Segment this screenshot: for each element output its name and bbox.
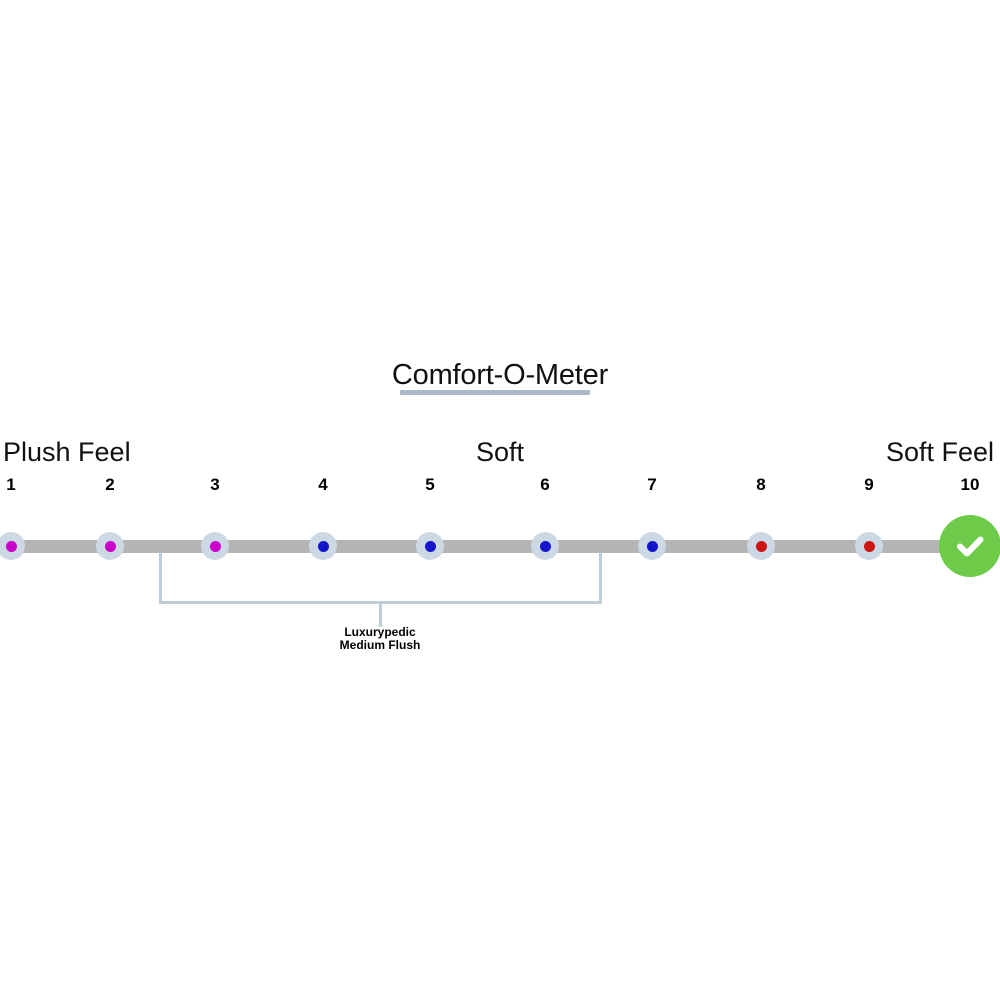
scale-tick-1: 1 [6,475,16,494]
scale-dot-inner [317,540,329,552]
scale-dot-7[interactable] [638,532,666,560]
scale-dot-inner [646,540,658,552]
scale-dot-inner [755,540,767,552]
scale-tick-3: 3 [210,475,220,494]
scale-dot-inner [5,540,17,552]
scale-tick-9: 9 [864,475,874,494]
scale-dot-inner [863,540,875,552]
scale-tick-5: 5 [425,475,435,494]
title-text: Comfort-O-Meter [391,359,609,391]
scale-dot-inner [104,540,116,552]
scale-label-middle: Soft [475,437,525,467]
scale-dot-1[interactable] [0,532,25,560]
scale-dot-5[interactable] [416,532,444,560]
annotation-bracket [159,552,602,604]
annotation-bracket-stem [379,603,382,627]
scale-dot-2[interactable] [96,532,124,560]
scale-tick-6: 6 [540,475,550,494]
scale-dot-inner [424,540,436,552]
scale-tick-row: 1 2 3 4 5 6 7 8 9 10 [0,474,1000,496]
scale-dot-3[interactable] [201,532,229,560]
scale-dot-4[interactable] [309,532,337,560]
check-icon[interactable] [939,515,1000,577]
scale-tick-10: 10 [960,475,980,494]
annotation-line-2: Medium Flush [339,638,421,652]
scale-tick-4: 4 [318,475,328,494]
annotation-line-1: Luxurypedic [344,625,416,639]
page-title: Comfort-O-Meter [0,358,1000,392]
scale-dot-inner [209,540,221,552]
scale-dot-8[interactable] [747,532,775,560]
scale-dot-9[interactable] [855,532,883,560]
scale-label-left: Plush Feel [3,437,131,467]
scale-dot-6[interactable] [531,532,559,560]
annotation-label: Luxurypedic Medium Flush [280,626,480,652]
scale-dot-inner [539,540,551,552]
scale-track[interactable] [0,540,962,553]
scale-tick-8: 8 [756,475,766,494]
scale-tick-7: 7 [647,475,657,494]
scale-tick-2: 2 [105,475,115,494]
title-underline [400,390,590,395]
scale-label-right: Soft Feel [885,437,994,467]
